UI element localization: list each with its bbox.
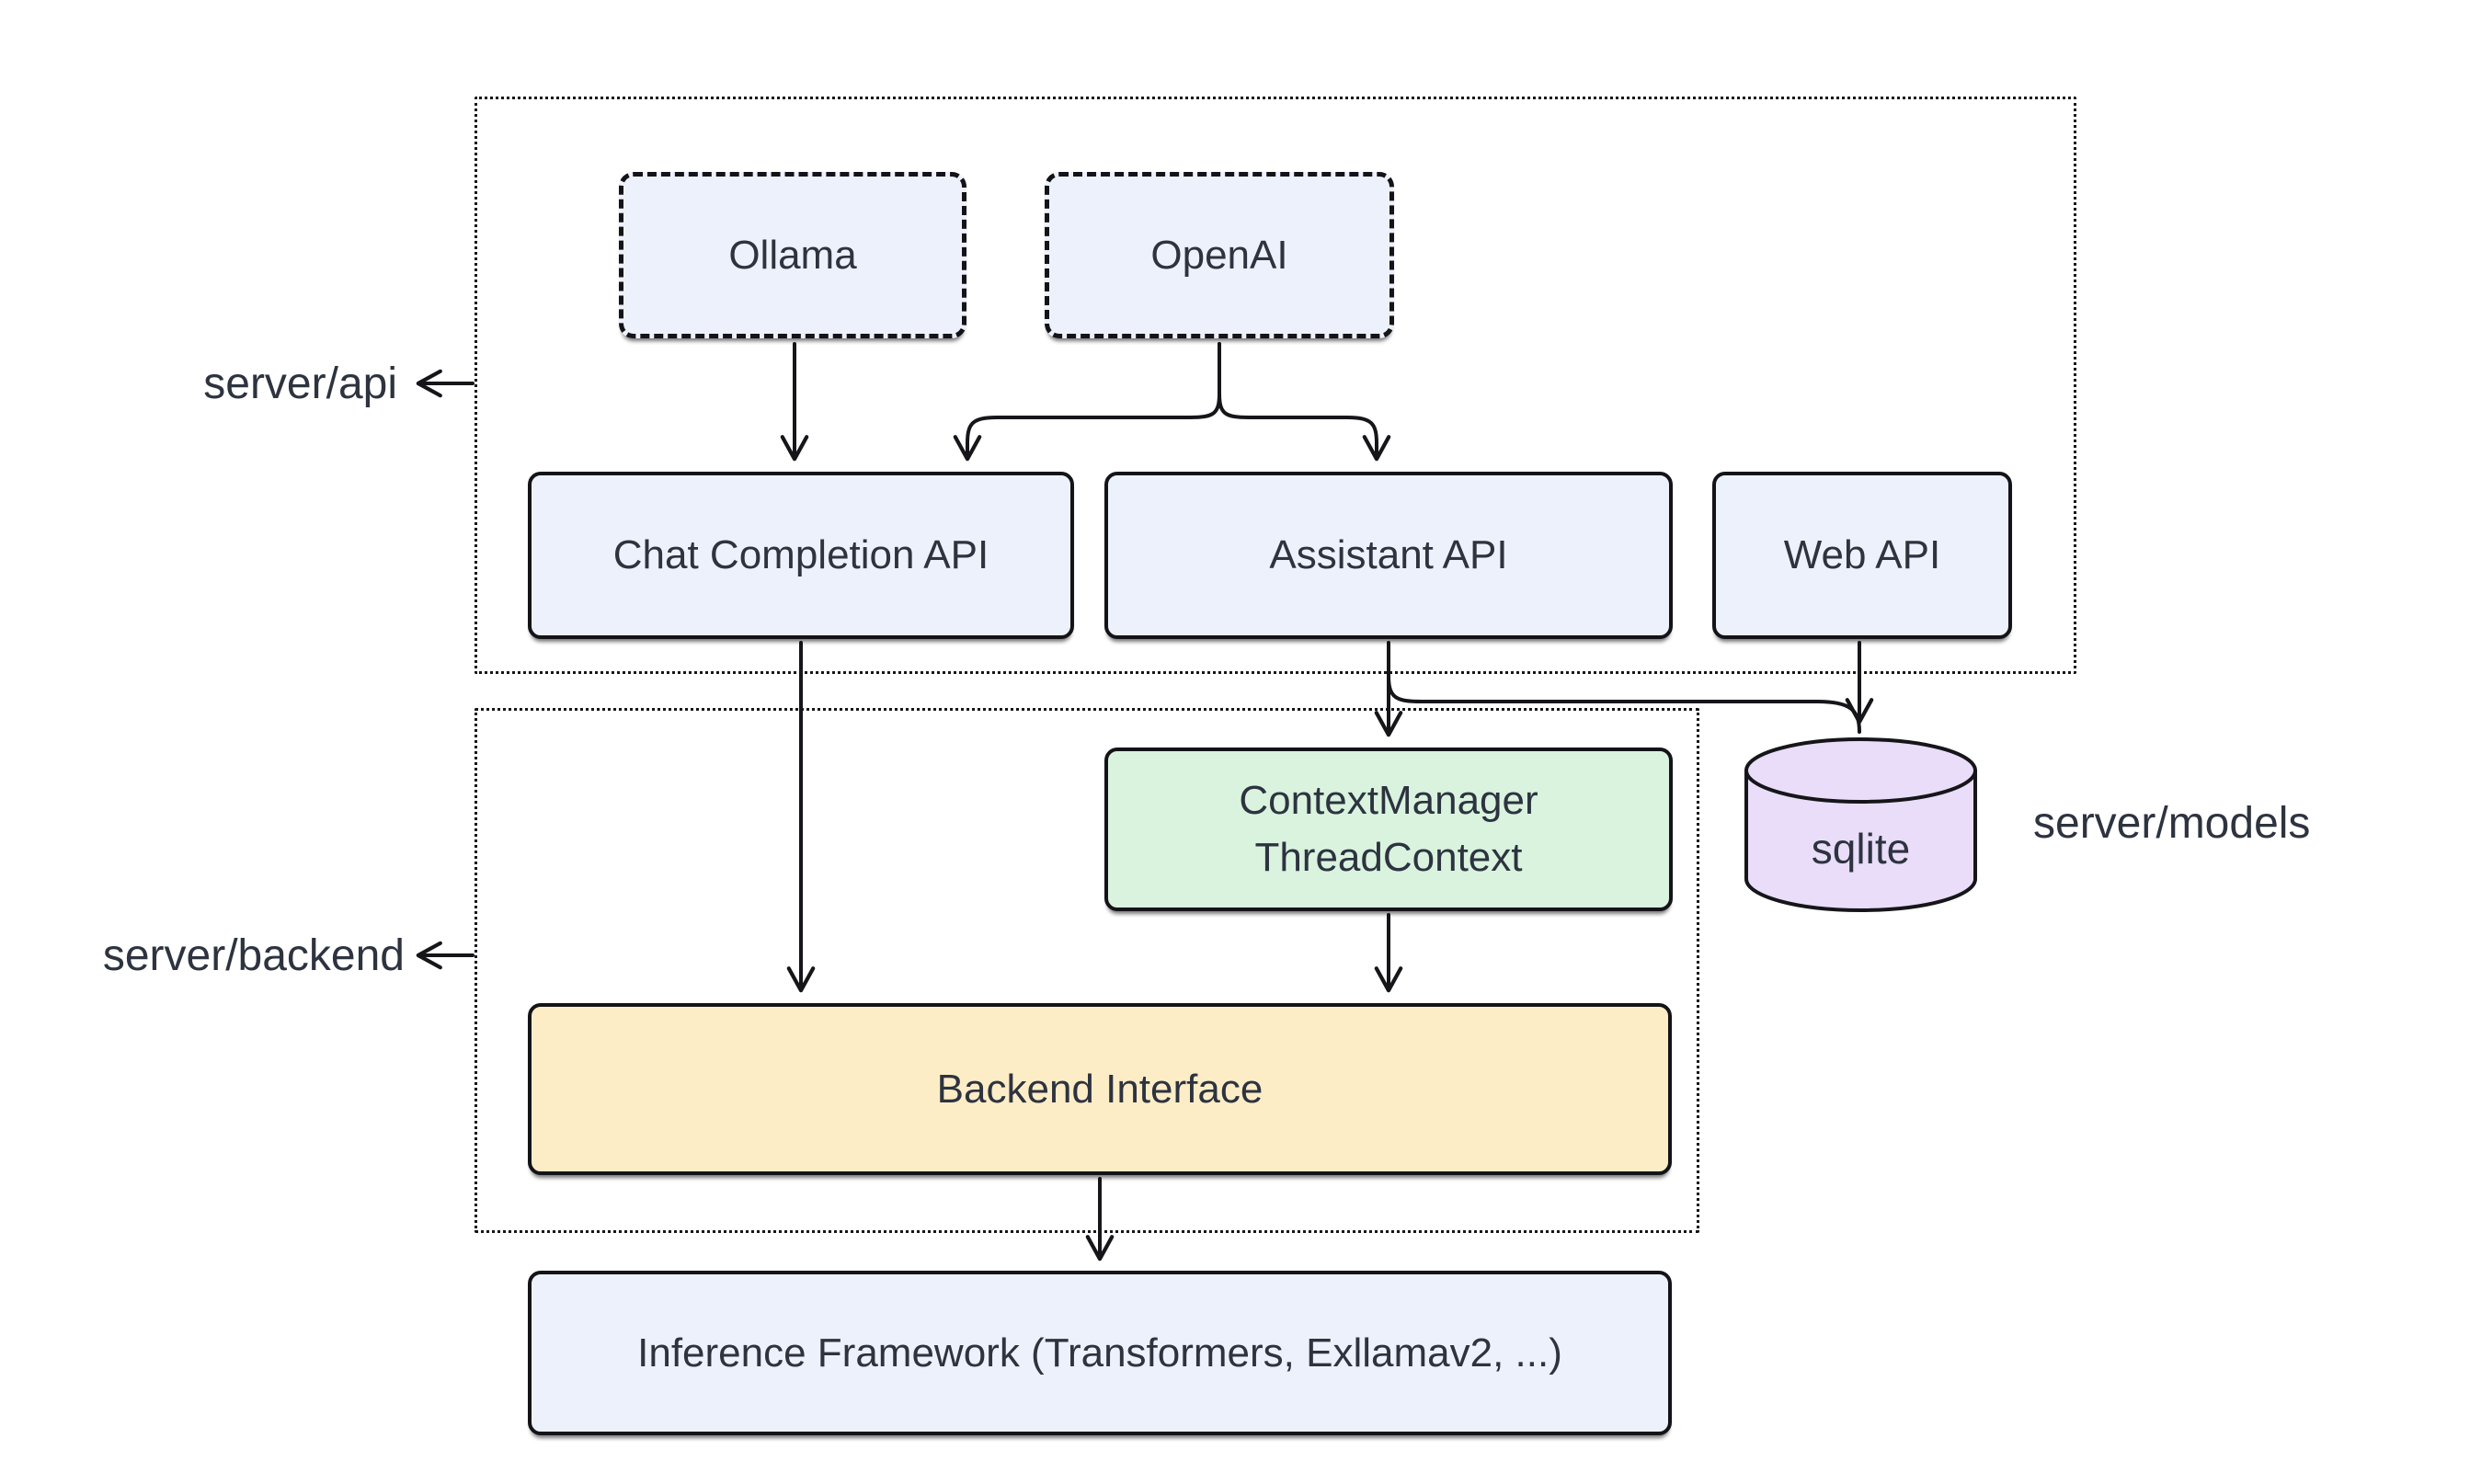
node-inference-framework-label: Inference Framework (Transformers, Exlla… [637, 1330, 1562, 1376]
node-sqlite-label: sqlite [1812, 825, 1910, 873]
node-context-manager: ContextManager ThreadContext [1104, 748, 1673, 911]
label-server-models: server/models [2033, 799, 2311, 848]
node-inference-framework: Inference Framework (Transformers, Exlla… [528, 1271, 1672, 1435]
label-server-api: server/api [203, 360, 397, 408]
node-web-api: Web API [1712, 472, 2012, 639]
node-sqlite-cylinder: sqlite [1744, 737, 1977, 912]
node-context-manager-line1: ContextManager [1239, 778, 1538, 824]
node-backend-interface: Backend Interface [528, 1003, 1672, 1175]
cylinder-body [1744, 771, 1977, 912]
label-server-backend: server/backend [102, 931, 405, 980]
node-chat-completion-api-label: Chat Completion API [612, 532, 989, 578]
node-openai: OpenAI [1045, 172, 1394, 338]
node-ollama-label: Ollama [728, 232, 857, 278]
node-openai-label: OpenAI [1150, 232, 1288, 278]
node-chat-completion-api: Chat Completion API [528, 472, 1074, 639]
container-server-api [475, 97, 2076, 674]
node-context-manager-line2: ThreadContext [1254, 835, 1523, 880]
container-server-backend [475, 708, 1699, 1233]
node-backend-interface-label: Backend Interface [936, 1066, 1264, 1112]
node-assistant-api: Assistant API [1104, 472, 1673, 639]
node-assistant-api-label: Assistant API [1269, 532, 1508, 578]
cylinder-top [1744, 737, 1977, 804]
node-web-api-label: Web API [1783, 532, 1941, 578]
node-ollama: Ollama [619, 172, 966, 338]
